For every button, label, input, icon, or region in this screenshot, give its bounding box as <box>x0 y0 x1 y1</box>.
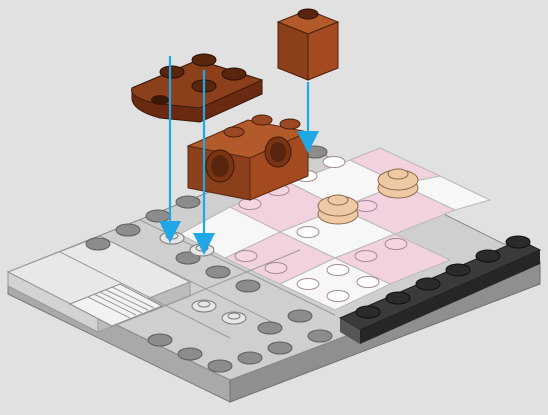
tan-round-tile-2 <box>378 169 418 198</box>
tan-round-tile-1 <box>318 195 358 224</box>
floating-1x1-brick <box>278 9 338 80</box>
floating-round-plate <box>132 54 262 122</box>
